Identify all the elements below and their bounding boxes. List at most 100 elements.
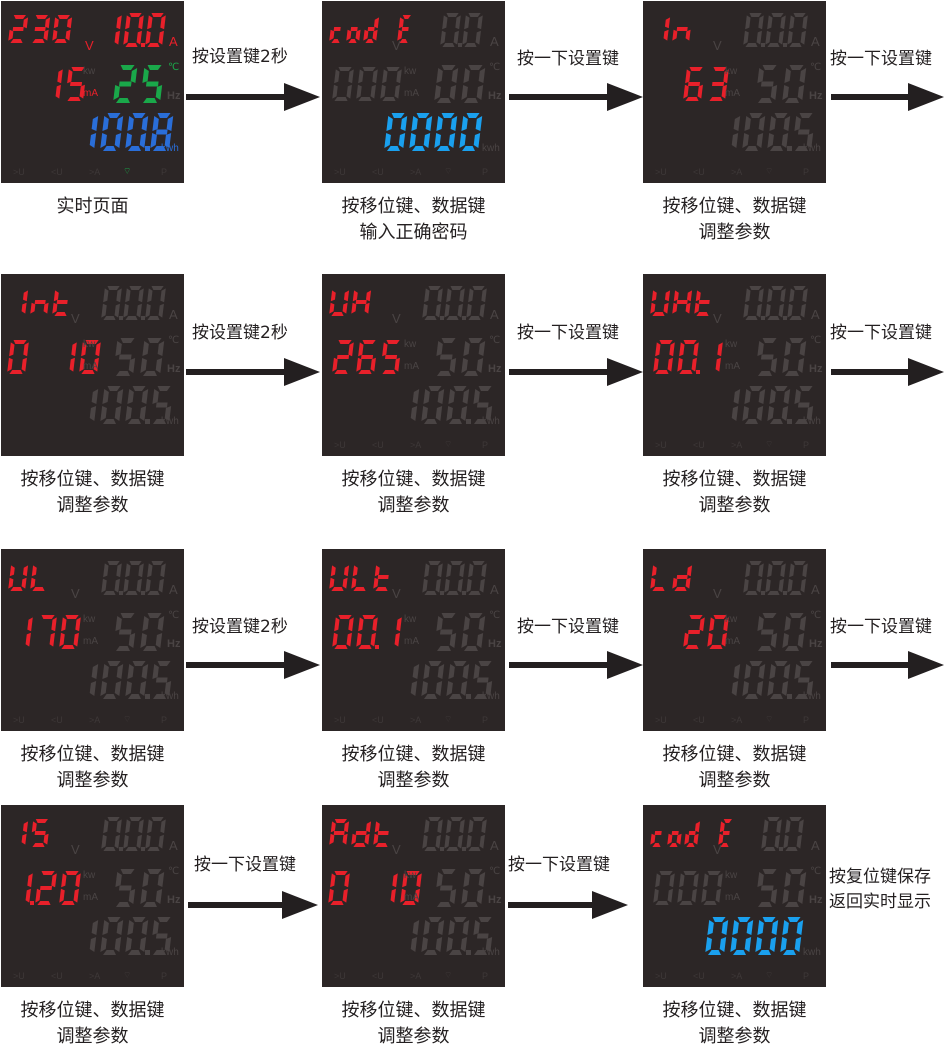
wifi-icon: ⌔	[765, 714, 774, 724]
seven-segment-readout	[650, 817, 807, 955]
unit-label-c: ℃	[810, 610, 822, 621]
unit-label-ma: mA	[404, 361, 419, 372]
caption-line: 按移位键、数据键	[662, 744, 807, 765]
unit-label-a: A	[811, 34, 820, 49]
unit-label-c: ℃	[168, 610, 180, 621]
indicator-gt-A: >A	[410, 971, 422, 981]
unit-label-c: ℃	[168, 335, 180, 346]
unit-label-c: ℃	[810, 335, 822, 346]
indicator-gt-U: >U	[13, 971, 25, 981]
caption-line: 调整参数	[56, 770, 129, 791]
unit-label-kwh: kwh	[803, 416, 821, 427]
wifi-icon: ⌔	[444, 970, 453, 980]
unit-label-a: A	[811, 307, 820, 322]
arrow-label: 按一下设置键	[517, 617, 619, 637]
unit-label-a: A	[169, 307, 178, 322]
caption-line: 按移位键、数据键	[662, 469, 807, 490]
seven-segment-readout	[8, 561, 172, 699]
unit-label-c: ℃	[168, 62, 180, 73]
wifi-icon: ⌔	[123, 970, 132, 980]
unit-label-v: V	[392, 842, 401, 857]
unit-label-a: A	[490, 307, 499, 322]
note-line: 按复位键保存	[829, 867, 931, 887]
caption-line: 按移位键、数据键	[341, 196, 486, 217]
indicator-lt-U: <U	[372, 440, 384, 450]
panel-caption: 按移位键、数据键调整参数	[304, 467, 524, 519]
save-return-note: 按复位键保存返回实时显示	[829, 865, 931, 915]
caption-line: 调整参数	[377, 1026, 450, 1047]
arrow-right-icon	[186, 358, 320, 386]
unit-label-hz: Hz	[488, 638, 502, 650]
indicator-P: P	[161, 971, 168, 981]
panel-caption: 按移位键、数据键调整参数	[0, 998, 203, 1050]
seven-segment-readout	[650, 286, 814, 424]
wifi-icon: ⌔	[123, 714, 132, 724]
unit-label-hz: Hz	[167, 894, 181, 906]
unit-label-a: A	[490, 582, 499, 597]
caption-line: 调整参数	[377, 770, 450, 791]
unit-label-kw: kw	[404, 339, 417, 350]
unit-label-a: A	[811, 838, 820, 853]
seven-segment-readout	[329, 561, 493, 699]
indicator-P: P	[803, 440, 810, 450]
arrow-right-icon	[508, 891, 628, 919]
wifi-icon: ⌔	[444, 166, 453, 176]
arrow-right-icon	[186, 651, 320, 679]
arrow-right-icon	[831, 358, 944, 386]
arrow-label: 按一下设置键	[194, 855, 296, 875]
indicator-P: P	[482, 971, 489, 981]
unit-label-a: A	[169, 838, 178, 853]
seven-segment-readout	[21, 817, 172, 955]
arrow-right-icon	[188, 891, 318, 919]
unit-label-hz: Hz	[488, 363, 502, 375]
seven-segment-readout	[329, 13, 486, 151]
caption-line: 按移位键、数据键	[20, 469, 165, 490]
caption-line: 调整参数	[56, 1026, 129, 1047]
indicator-gt-U: >U	[334, 440, 346, 450]
arrow-right-icon	[186, 83, 320, 111]
indicator-gt-U: >U	[13, 715, 25, 725]
unit-label-a: A	[490, 34, 499, 49]
indicator-gt-U: >U	[655, 715, 667, 725]
unit-label-kwh: kwh	[482, 143, 500, 154]
unit-label-kw: kw	[725, 614, 738, 625]
indicator-gt-A: >A	[89, 971, 101, 981]
unit-label-kwh: kwh	[161, 143, 179, 154]
unit-label-hz: Hz	[167, 363, 181, 375]
unit-label-a: A	[169, 582, 178, 597]
unit-label-a: A	[490, 838, 499, 853]
indicator-P: P	[803, 167, 810, 177]
unit-label-c: ℃	[810, 62, 822, 73]
indicator-lt-U: <U	[51, 715, 63, 725]
wifi-icon: ⌔	[444, 714, 453, 724]
unit-label-kwh: kwh	[482, 416, 500, 427]
arrow-label: 按一下设置键	[830, 323, 932, 343]
wifi-icon: ⌔	[123, 166, 132, 176]
unit-label-ma: mA	[83, 361, 98, 372]
unit-label-c: ℃	[489, 610, 501, 621]
wifi-icon: ⌔	[444, 439, 453, 449]
arrow-right-icon	[509, 83, 643, 111]
unit-label-hz: Hz	[809, 894, 823, 906]
unit-label-kw: kw	[404, 66, 417, 77]
unit-label-v: V	[392, 311, 401, 326]
unit-label-kwh: kwh	[482, 947, 500, 958]
caption-line: 调整参数	[377, 495, 450, 516]
indicator-P: P	[161, 167, 168, 177]
unit-label-hz: Hz	[809, 90, 823, 102]
seven-segment-readout	[7, 286, 172, 424]
indicator-gt-A: >A	[89, 715, 101, 725]
panel-caption: 按移位键、数据键调整参数	[625, 742, 845, 794]
caption-line: 按移位键、数据键	[20, 744, 165, 765]
arrow-label: 按一下设置键	[517, 323, 619, 343]
unit-label-ma: mA	[725, 361, 740, 372]
unit-label-hz: Hz	[488, 894, 502, 906]
indicator-gt-U: >U	[655, 971, 667, 981]
unit-label-v: V	[71, 586, 80, 601]
indicator-lt-U: <U	[372, 715, 384, 725]
panel-caption: 按移位键、数据键调整参数	[625, 467, 845, 519]
indicator-gt-A: >A	[731, 440, 743, 450]
